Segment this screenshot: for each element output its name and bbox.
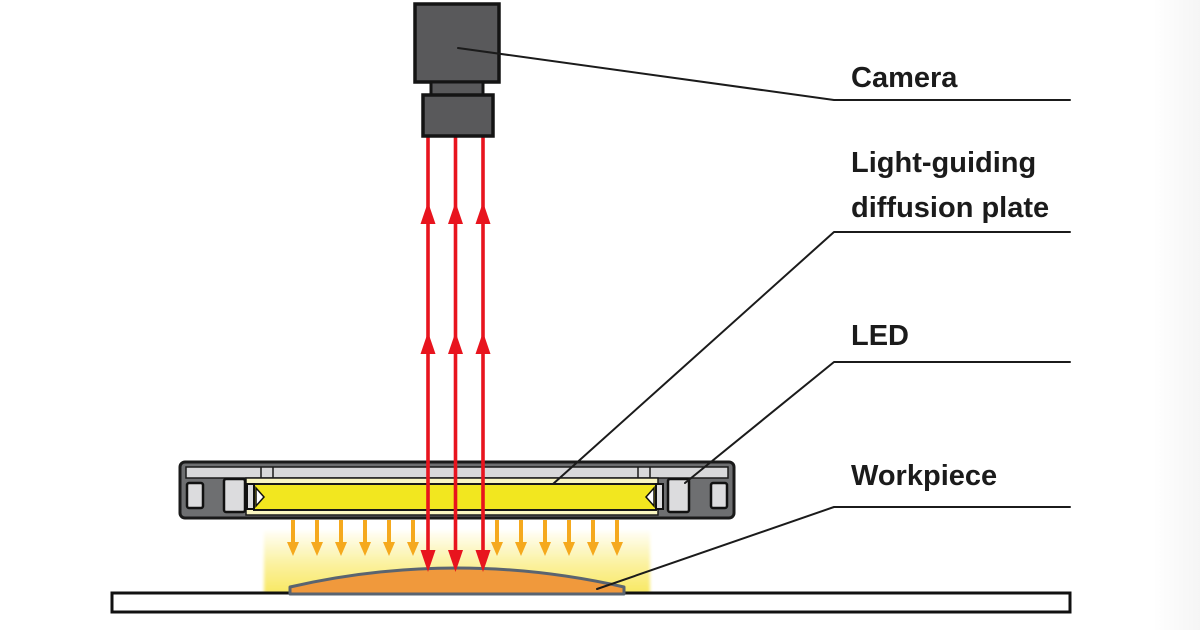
workpiece-label: Workpiece (851, 460, 998, 492)
led-assembly-left (185, 477, 266, 514)
led-assembly-right (644, 477, 729, 514)
led-chip (246, 483, 255, 510)
workpiece-shape (288, 566, 626, 596)
camera-leader-line (457, 47, 1071, 101)
camera-body (413, 2, 501, 84)
camera-illustration (413, 2, 501, 138)
led-label: LED (851, 320, 909, 352)
diffusion-plate-label-line1: Light-guiding (851, 147, 1037, 179)
led-chip (666, 477, 691, 514)
led-emitter-wedge (255, 486, 266, 508)
led-chip (185, 481, 205, 510)
workpiece-leader-line (596, 506, 1071, 590)
camera-lens (421, 93, 495, 138)
camera-label: Camera (851, 62, 958, 94)
diffusion-plate-leader-line (552, 231, 1071, 485)
diffusion-plate-label-line2: diffusion plate (851, 192, 1050, 224)
led-chip (222, 477, 247, 514)
led-chip (655, 483, 664, 510)
led-emitter-wedge (644, 486, 655, 508)
led-leader-line (684, 361, 1071, 484)
led-chip (709, 481, 729, 510)
diffusion-plate-label: Light-guiding diffusion plate (851, 141, 1049, 231)
table-surface (110, 591, 1072, 614)
